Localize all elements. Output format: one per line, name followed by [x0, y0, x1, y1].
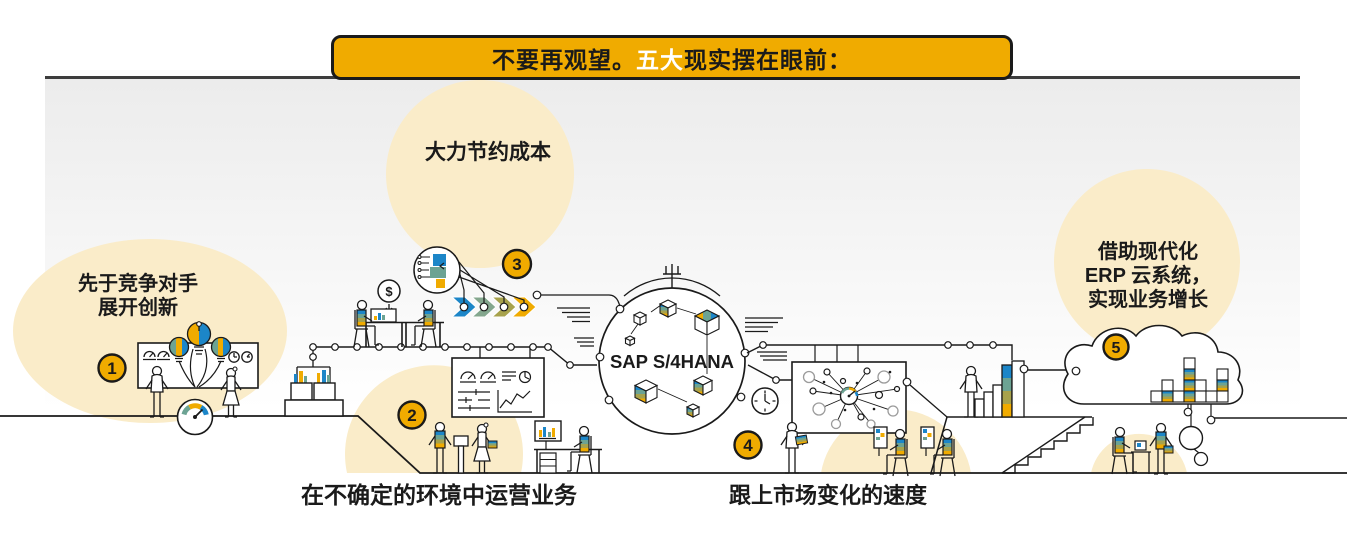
cost-savings-scene: [413, 246, 537, 318]
staircase: [1001, 416, 1094, 474]
sap-s4hana-hub: SAP S/4HANA: [595, 264, 750, 435]
reality-5-label: 借助现代化 ERP 云系统， 实现业务增长: [1084, 241, 1212, 311]
gauge-icons: [143, 350, 170, 361]
speedometer-icon: [176, 398, 214, 436]
cube-icons: [624, 299, 721, 418]
badge-2: 2: [397, 400, 427, 430]
document-lines: [537, 294, 787, 361]
banner-text-suffix: 现实摆在眼前：: [684, 46, 852, 73]
svg-text:2: 2: [407, 406, 416, 425]
badge-4: 4: [733, 430, 763, 460]
seated-workers: [873, 426, 956, 477]
growth-bars: [959, 360, 1072, 418]
ai-magnifier-icon: [413, 246, 461, 294]
clock-icon: [751, 387, 779, 415]
hanging-nodes: [1178, 404, 1216, 467]
cloud-workers: [1111, 422, 1174, 475]
reality-3-label: 大力节约成本: [425, 141, 551, 164]
person-figure: [410, 299, 437, 348]
connector-pipe-right: [746, 341, 1013, 384]
reality-2-label: 在不确定的环境中运营业务: [301, 482, 577, 508]
innovation-scene: [137, 321, 259, 436]
dollar-icon: $: [377, 279, 401, 315]
banner-text-highlight: 五大: [636, 46, 684, 73]
badge-3: 3: [501, 248, 533, 280]
headline-banner: 不要再观望。五大现实摆在眼前：: [331, 35, 1013, 80]
kiosk: [453, 435, 469, 474]
svg-text:3: 3: [512, 255, 521, 274]
svg-text:4: 4: [743, 436, 753, 455]
reality-4-label: 跟上市场变化的速度: [729, 483, 928, 508]
reality-1-label: 先于竞争对手 展开创新: [78, 273, 198, 319]
hub-label: SAP S/4HANA: [610, 351, 734, 372]
uncertainty-scene: [428, 357, 602, 474]
banner-text-prefix: 不要再观望。: [492, 46, 636, 73]
clock-icons: [228, 351, 253, 363]
meeting-table-scene: $: [353, 279, 444, 348]
idea-wires: [178, 348, 222, 388]
tetris-blocks: [1150, 357, 1229, 403]
badge-1: 1: [97, 353, 127, 383]
svg-text:$: $: [385, 284, 393, 299]
server-racks: [284, 347, 344, 417]
svg-text:1: 1: [107, 359, 116, 378]
lightbulb-icons: [168, 321, 232, 363]
desk-workstation: [534, 420, 602, 474]
svg-text:5: 5: [1112, 340, 1121, 357]
badge-5: 5: [1102, 333, 1130, 361]
market-speed-scene: [751, 361, 956, 477]
